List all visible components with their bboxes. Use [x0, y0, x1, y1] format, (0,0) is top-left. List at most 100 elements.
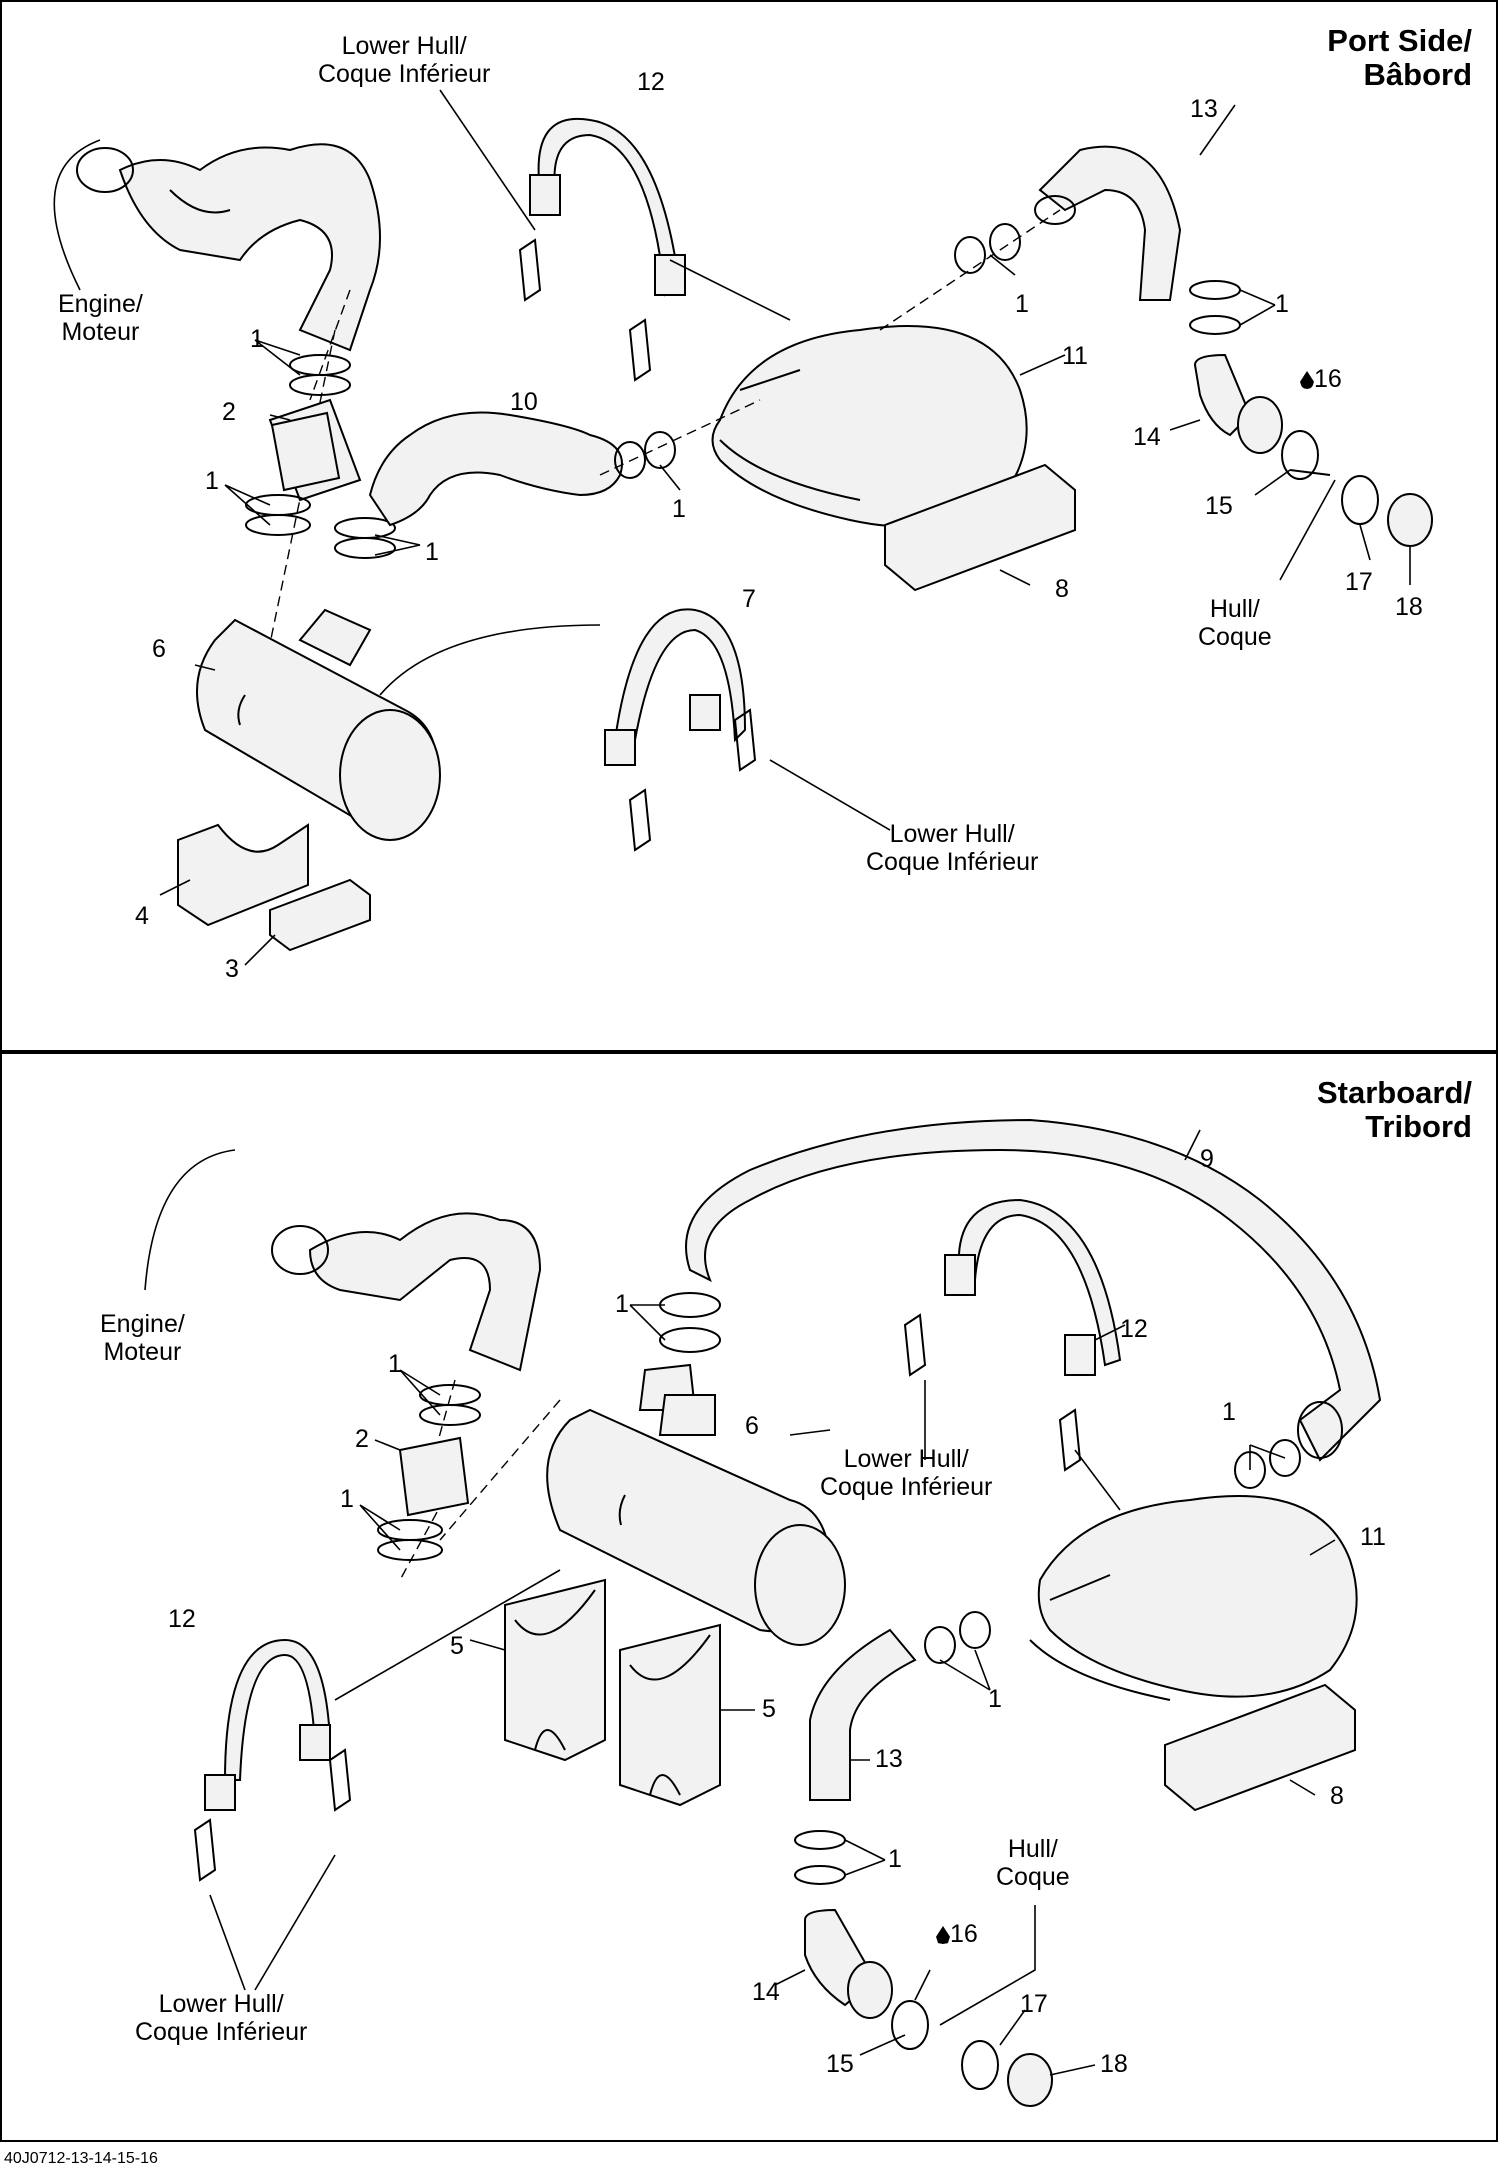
engine-fr-text: Moteur [103, 1338, 182, 1366]
callout-4: 4 [135, 902, 149, 930]
starboard-title: Starboard/ Tribord [1317, 1076, 1472, 1144]
callout-12: 12 [168, 1605, 196, 1633]
port-lower-hull-label-bottom: Lower Hull/ Coque Inférieur [866, 820, 1038, 876]
callout-1: 1 [615, 1290, 629, 1318]
port-brackets-upper [518, 238, 652, 382]
callout-1: 1 [888, 1845, 902, 1873]
lower-hull-text: Lower Hull/ [158, 1990, 284, 2018]
starboard-panel [0, 1052, 1498, 2142]
port-engine-label: Engine/ Moteur [58, 290, 143, 346]
callout-18: 18 [1395, 593, 1423, 621]
stbd-hull-label: Hull/ Coque [996, 1835, 1070, 1891]
port-hull-label: Hull/ Coque [1198, 595, 1272, 651]
port-clamps-lower [245, 494, 396, 559]
port-pipe-10 [368, 411, 623, 527]
port-clamps-resonator-inlet [599, 399, 761, 479]
lower-hull-fr-text: Coque Inférieur [318, 60, 491, 88]
stbd-clamps-upper [419, 1384, 481, 1426]
callout-8: 8 [1055, 575, 1069, 603]
callout-16-number: 16 [950, 1920, 978, 1948]
stbd-strap-12-lower [204, 1638, 332, 1811]
lower-hull-text: Lower Hull/ [341, 32, 467, 60]
stbd-support-5-left [504, 1578, 606, 1762]
callout-1: 1 [425, 538, 439, 566]
callout-12: 12 [637, 68, 665, 96]
stbd-support-5-right [619, 1623, 721, 1807]
stbd-seal-rings [891, 2000, 1053, 2107]
callout-7: 7 [742, 585, 756, 613]
port-lower-hull-label-top: Lower Hull/ Coque Inférieur [318, 32, 490, 88]
port-side-panel [0, 0, 1498, 1052]
stbd-engine-label: Engine/ Moteur [100, 1310, 185, 1366]
stbd-clamps-pipe9 [659, 1292, 721, 1353]
hull-fr-text: Coque [1198, 623, 1272, 651]
callout-9: 9 [1200, 1145, 1214, 1173]
stbd-pipe-9 [685, 1118, 1382, 1462]
port-brackets-lower [628, 708, 757, 852]
port-coupler-2 [270, 411, 341, 492]
port-muffler-6 [196, 608, 441, 841]
stbd-lower-hull-label-mid: Lower Hull/ Coque Inférieur [820, 1445, 992, 1501]
stbd-elbow-14 [804, 1908, 893, 2019]
stbd-strap-12-upper [944, 1198, 1122, 1376]
port-leader-lines [53, 89, 1411, 966]
callout-1: 1 [388, 1350, 402, 1378]
callout-1: 1 [250, 325, 264, 353]
callout-6: 6 [152, 635, 166, 663]
callout-8: 8 [1330, 1782, 1344, 1810]
lower-hull-fr-text: Coque Inférieur [866, 848, 1039, 876]
callout-3: 3 [225, 955, 239, 983]
port-clamps-upper [289, 354, 351, 396]
starboard-title-line1: Starboard/ [1316, 1075, 1472, 1110]
stbd-lower-hull-label-bottom: Lower Hull/ Coque Inférieur [135, 1990, 307, 2046]
callout-1: 1 [672, 495, 686, 523]
stbd-leader-lines [144, 1129, 1336, 2076]
callout-18: 18 [1100, 2050, 1128, 2078]
hull-text: Hull/ [1007, 1835, 1058, 1863]
port-elbow-14 [1193, 353, 1283, 454]
callout-1: 1 [1222, 1398, 1236, 1426]
stbd-block-8 [1164, 1683, 1356, 1812]
port-title: Port Side/ Bâbord [1327, 24, 1472, 92]
stbd-clamps-lower [377, 1519, 443, 1561]
callout-5: 5 [450, 1632, 464, 1660]
callout-16: 16 [936, 1920, 978, 1948]
port-support-4 [177, 823, 309, 927]
port-seal-rings [1281, 430, 1433, 547]
callout-16: 16 [1300, 365, 1342, 393]
drawing-code: 40J0712-13-14-15-16 [4, 2150, 158, 2167]
callout-2: 2 [222, 398, 236, 426]
starboard-title-line2: Tribord [1365, 1109, 1472, 1144]
callout-15: 15 [1205, 492, 1233, 520]
callout-17: 17 [1345, 568, 1373, 596]
callout-15: 15 [826, 2050, 854, 2078]
callout-1: 1 [340, 1485, 354, 1513]
callout-11: 11 [1360, 1523, 1386, 1551]
oil-drop-icon [936, 1926, 950, 1944]
stbd-resonator-11 [1029, 1495, 1358, 1701]
callout-12: 12 [1120, 1315, 1148, 1343]
stbd-clamps-13 [794, 1830, 846, 1885]
callout-6: 6 [745, 1412, 759, 1440]
engine-text: Engine/ [100, 1310, 185, 1338]
engine-text: Engine/ [58, 290, 143, 318]
port-engine-manifold [76, 143, 381, 352]
callout-1: 1 [1275, 290, 1289, 318]
hull-text: Hull/ [1209, 595, 1260, 623]
callout-11: 11 [1062, 342, 1088, 370]
port-clamps-resonator-outlet [879, 209, 1061, 331]
callout-5: 5 [762, 1695, 776, 1723]
stbd-muffler-6 [439, 1363, 846, 1646]
port-block-3 [269, 878, 371, 952]
port-title-line1: Port Side/ [1327, 23, 1472, 58]
stbd-engine-manifold [271, 1212, 542, 1581]
callout-10: 10 [510, 388, 538, 416]
stbd-brackets-upper [903, 1313, 1082, 1472]
port-pipe-13 [1034, 145, 1182, 301]
callout-1: 1 [988, 1685, 1002, 1713]
callout-14: 14 [752, 1978, 780, 2006]
callout-16-number: 16 [1314, 365, 1342, 393]
lower-hull-fr-text: Coque Inférieur [135, 2018, 308, 2046]
stbd-coupler-2 [398, 1436, 470, 1517]
